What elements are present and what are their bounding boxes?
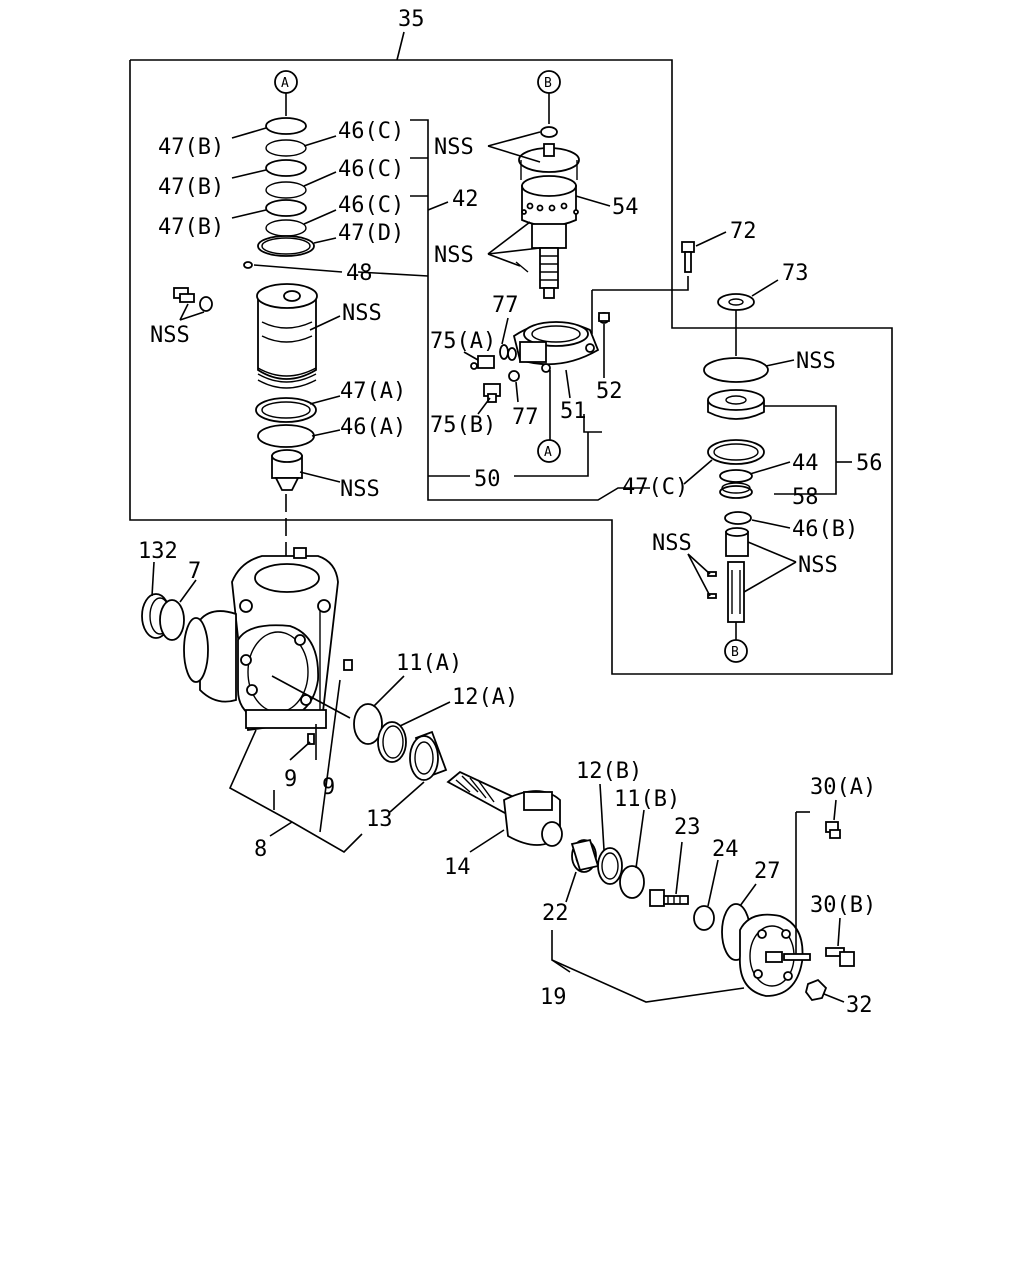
- callout-19: 19: [540, 985, 567, 1010]
- snap-ring-11a: [353, 703, 383, 745]
- seal-46b: [724, 511, 752, 525]
- callout-nss-4: NSS: [434, 135, 474, 160]
- callout-24: 24: [712, 837, 739, 862]
- svg-text:A: A: [281, 76, 289, 91]
- bolt-30b: [825, 947, 855, 967]
- callout-46c-3: 46(C): [338, 193, 404, 218]
- callout-nss-3: NSS: [340, 477, 380, 502]
- fittings-75: [470, 344, 520, 403]
- callout-50: 50: [474, 467, 501, 492]
- callout-46c-1: 46(C): [338, 119, 404, 144]
- callout-9-2: 9: [322, 775, 335, 800]
- sector-shaft-14: [446, 770, 563, 847]
- callout-75b: 75(B): [430, 413, 496, 438]
- callout-73: 73: [782, 261, 809, 286]
- callout-11a: 11(A): [396, 651, 462, 676]
- group-35-box: [129, 59, 893, 675]
- callout-132: 132: [138, 539, 178, 564]
- callout-35: 35: [398, 7, 425, 32]
- callout-47a: 47(A): [340, 379, 406, 404]
- callout-nss-6: NSS: [796, 349, 836, 374]
- callout-47b-2: 47(B): [158, 175, 224, 200]
- cap-56: [707, 389, 765, 420]
- nut-24: [693, 905, 715, 931]
- callout-12b: 12(B): [576, 759, 642, 784]
- valve-body: [256, 283, 318, 389]
- callout-8: 8: [254, 837, 267, 862]
- callout-32: 32: [846, 993, 873, 1018]
- seal-ring-stack: [243, 117, 315, 269]
- plug-bottom: [271, 449, 303, 491]
- marker-a-bottom: [537, 439, 561, 463]
- callout-22: 22: [542, 901, 569, 926]
- callout-47b-1: 47(B): [158, 135, 224, 160]
- callout-46c-2: 46(C): [338, 157, 404, 182]
- callout-56: 56: [856, 451, 883, 476]
- adjust-screw-23: [649, 889, 689, 907]
- callout-30b: 30(B): [810, 893, 876, 918]
- bolt-72: [681, 241, 695, 273]
- callout-27: 27: [754, 859, 781, 884]
- callout-77-2: 77: [512, 405, 539, 430]
- callout-nss-5: NSS: [434, 243, 474, 268]
- callout-nss-7: NSS: [652, 531, 692, 556]
- callout-44: 44: [792, 451, 819, 476]
- callout-nss-8: NSS: [798, 553, 838, 578]
- seal-7: [159, 599, 185, 641]
- callout-30a: 30(A): [810, 775, 876, 800]
- bearing-22: [570, 838, 600, 873]
- callout-46b: 46(B): [792, 517, 858, 542]
- svg-text:B: B: [544, 76, 552, 91]
- bearing-58: [719, 485, 753, 499]
- callout-13: 13: [366, 807, 393, 832]
- bolt-washer-left: [173, 287, 213, 312]
- callout-47b-3: 47(B): [158, 215, 224, 240]
- callout-52: 52: [596, 379, 623, 404]
- callout-12a: 12(A): [452, 685, 518, 710]
- callout-72: 72: [730, 219, 757, 244]
- callout-47c: 47(C): [622, 475, 688, 500]
- callout-46a: 46(A): [340, 415, 406, 440]
- seal-12a: [377, 721, 407, 763]
- marker-b-bottom: [724, 639, 748, 663]
- callout-42: 42: [452, 187, 479, 212]
- callout-11b: 11(B): [614, 787, 680, 812]
- callout-54: 54: [612, 195, 639, 220]
- spool-valve: [515, 126, 580, 299]
- bolt-30a: [825, 821, 841, 839]
- seal-46a: [257, 424, 315, 448]
- gasket-nss: [703, 357, 769, 383]
- callout-77-1: 77: [492, 293, 519, 318]
- callout-23: 23: [674, 815, 701, 840]
- svg-text:A: A: [544, 445, 552, 460]
- callout-nss-2: NSS: [342, 301, 382, 326]
- side-cover-19: [739, 913, 811, 997]
- bearing-44: [719, 469, 753, 483]
- callout-48: 48: [346, 261, 373, 286]
- valve-housing: [512, 312, 610, 373]
- nut-32: [805, 978, 828, 1001]
- washer-73: [717, 293, 755, 311]
- svg-text:B: B: [731, 645, 739, 660]
- callout-9-1: 9: [284, 767, 297, 792]
- callout-nss-1: NSS: [150, 323, 190, 348]
- callout-75a: 75(A): [430, 329, 496, 354]
- callout-14: 14: [444, 855, 471, 880]
- gear-housing: [183, 547, 353, 745]
- callout-7: 7: [188, 559, 201, 584]
- callout-51: 51: [560, 399, 587, 424]
- bearing-13: [409, 730, 448, 781]
- snap-ring-11b: [619, 865, 645, 899]
- callout-58: 58: [792, 485, 819, 510]
- input-shaft: [707, 527, 749, 623]
- callout-47d: 47(D): [338, 221, 404, 246]
